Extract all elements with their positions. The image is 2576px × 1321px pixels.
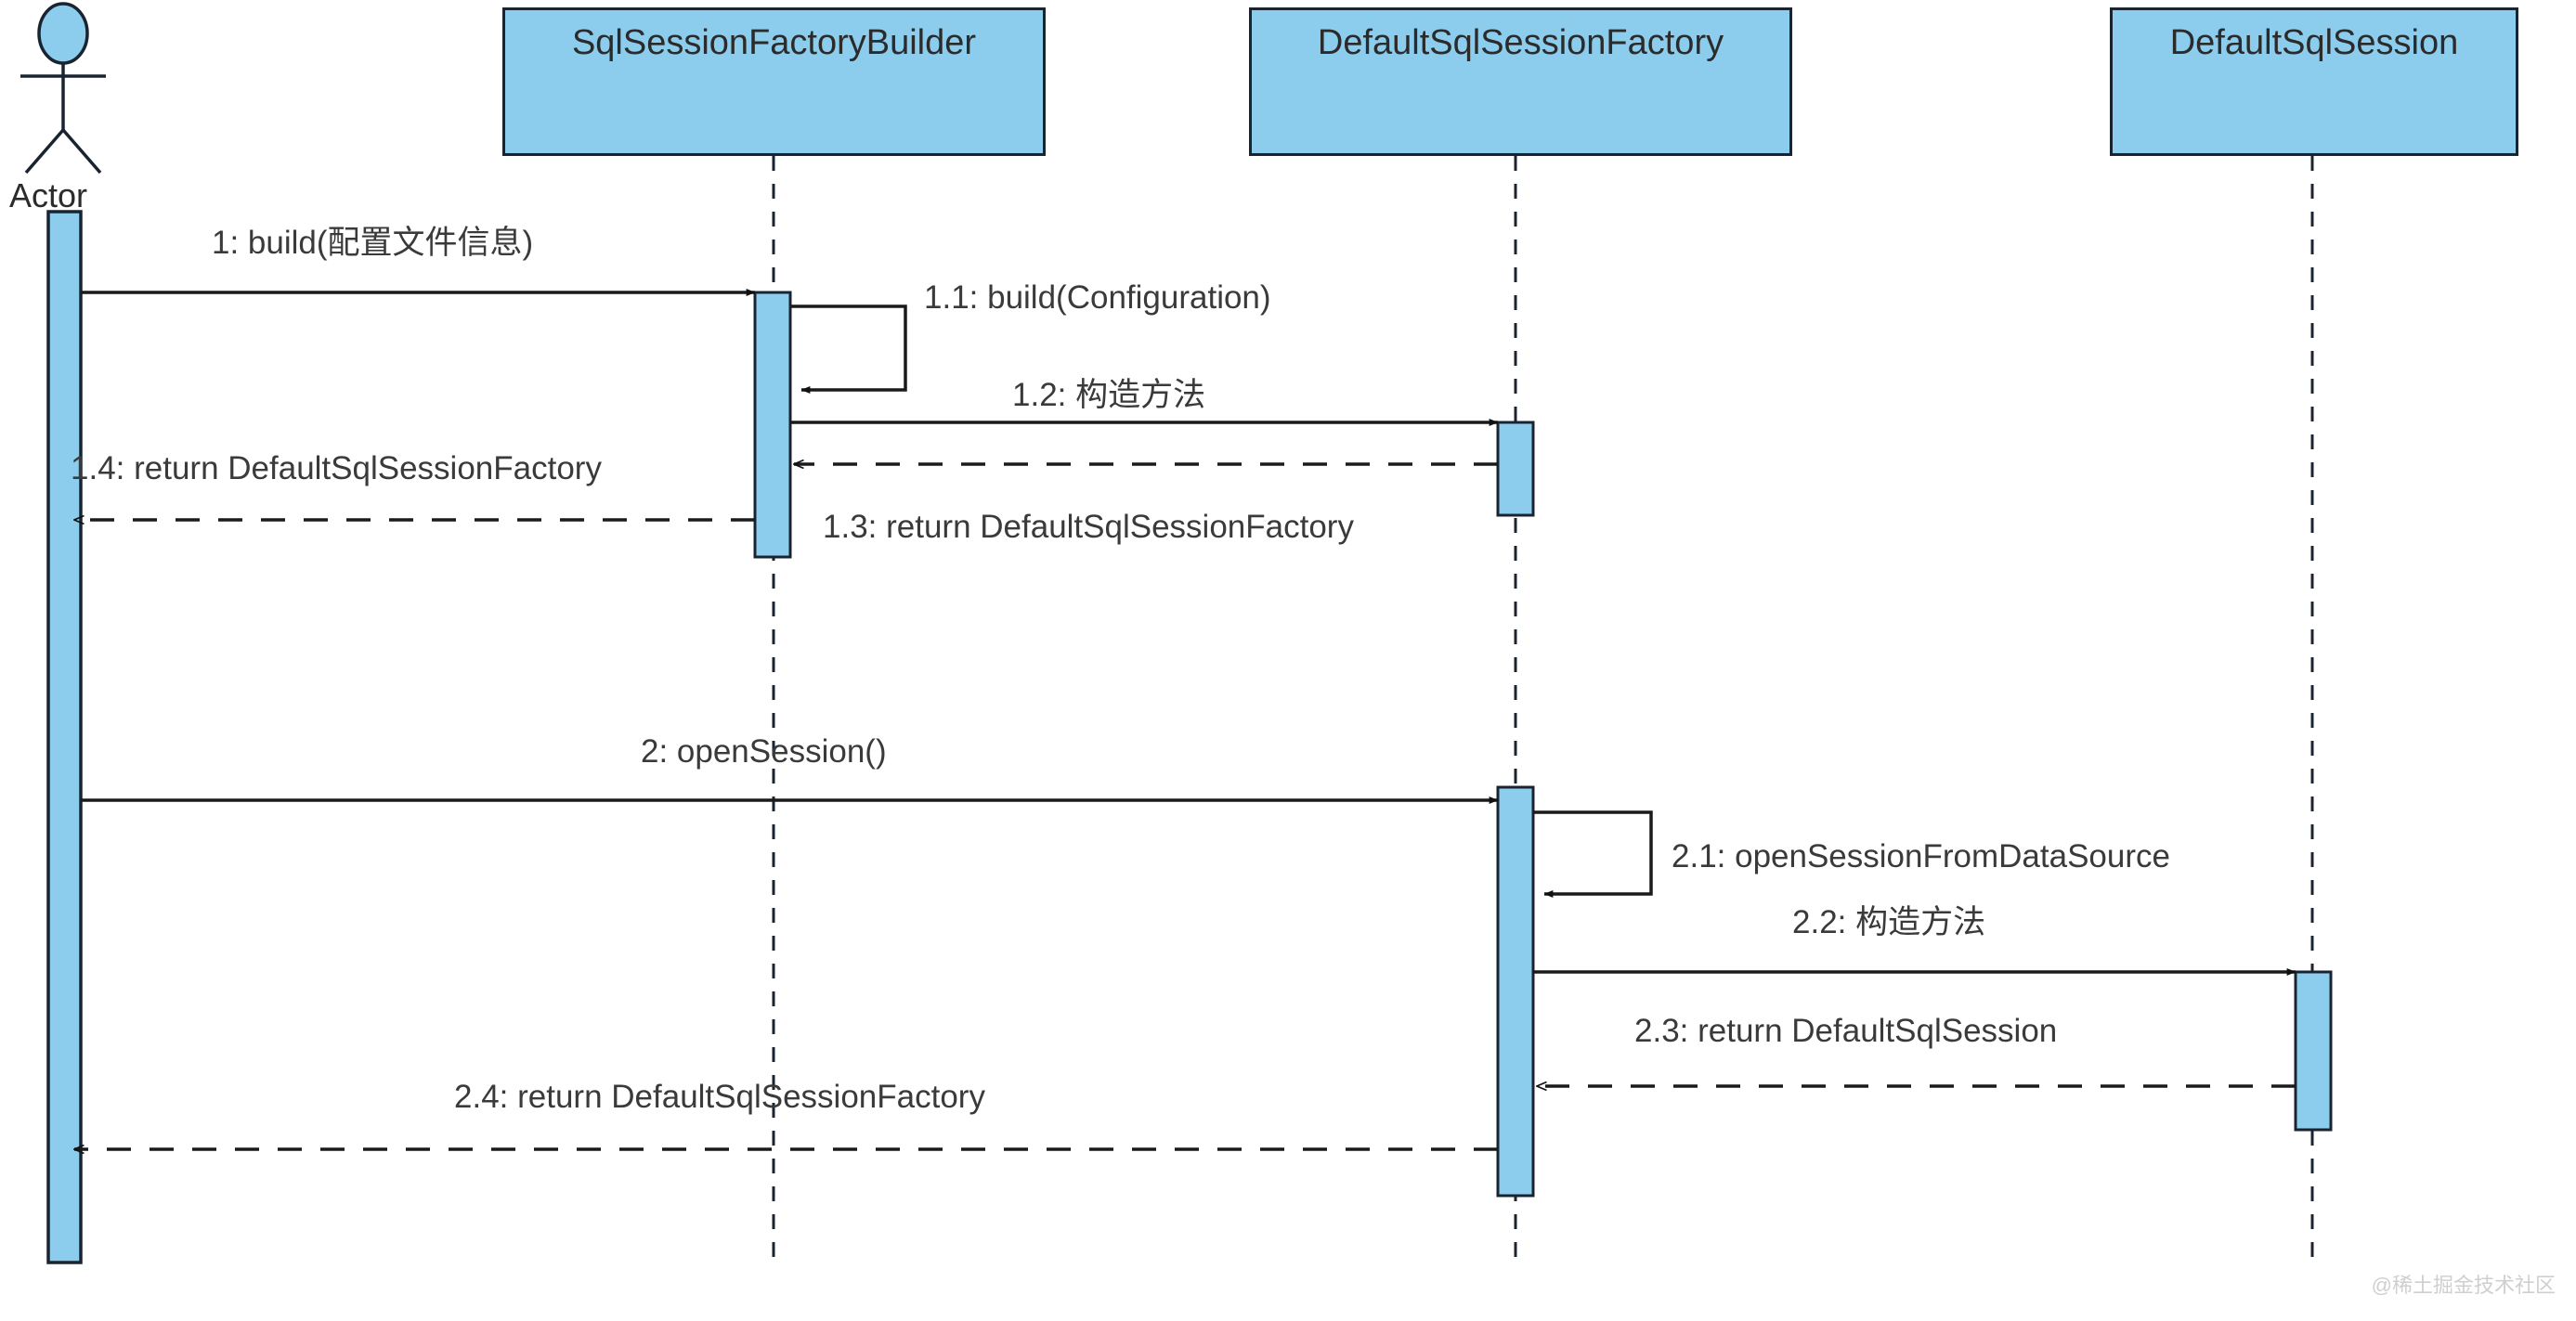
message-1-2-label: 1.2: 构造方法 <box>1012 377 1206 413</box>
participant-label: DefaultSqlSessionFactory <box>1317 23 1724 62</box>
message-2-1-selfcall-line <box>1533 810 1653 898</box>
activation-bar-actor <box>46 210 83 1264</box>
message-2-4-label: 2.4: return DefaultSqlSessionFactory <box>454 1079 985 1115</box>
activation-bar-factory-1 <box>1496 785 1535 1198</box>
activation-bar-session-0 <box>2294 970 2333 1132</box>
message-1-4-label: 1.4: return DefaultSqlSessionFactory <box>71 450 602 486</box>
activation-bar-factory-0 <box>1496 421 1535 517</box>
participant-label: SqlSessionFactoryBuilder <box>571 23 977 62</box>
message-1-1-selfcall-line <box>790 304 907 394</box>
actor-head-icon <box>37 2 89 65</box>
participant-box-factory[interactable]: DefaultSqlSessionFactory <box>1249 7 1792 156</box>
activation-bar-builder-0 <box>753 291 792 559</box>
message-1-3-label: 1.3: return DefaultSqlSessionFactory <box>823 509 1354 545</box>
participant-box-session[interactable]: DefaultSqlSession <box>2110 7 2518 156</box>
watermark: @稀土掘金技术社区 <box>2371 1274 2556 1297</box>
actor-leg-right-icon <box>61 128 102 175</box>
message-2-2-label: 2.2: 构造方法 <box>1792 904 1986 940</box>
participant-box-builder[interactable]: SqlSessionFactoryBuilder <box>502 7 1046 156</box>
message-2-1-label: 2.1: openSessionFromDataSource <box>1672 838 2170 874</box>
message-1-label: 1: build(配置文件信息) <box>212 225 534 261</box>
participant-label: DefaultSqlSession <box>2169 23 2459 62</box>
message-2-label: 2: openSession() <box>641 733 887 770</box>
actor-label: Actor <box>9 176 88 214</box>
message-2-3-label: 2.3: return DefaultSqlSession <box>1634 1013 2058 1049</box>
actor-leg-left-icon <box>24 128 65 175</box>
message-1-1-label: 1.1: build(Configuration) <box>924 279 1271 316</box>
